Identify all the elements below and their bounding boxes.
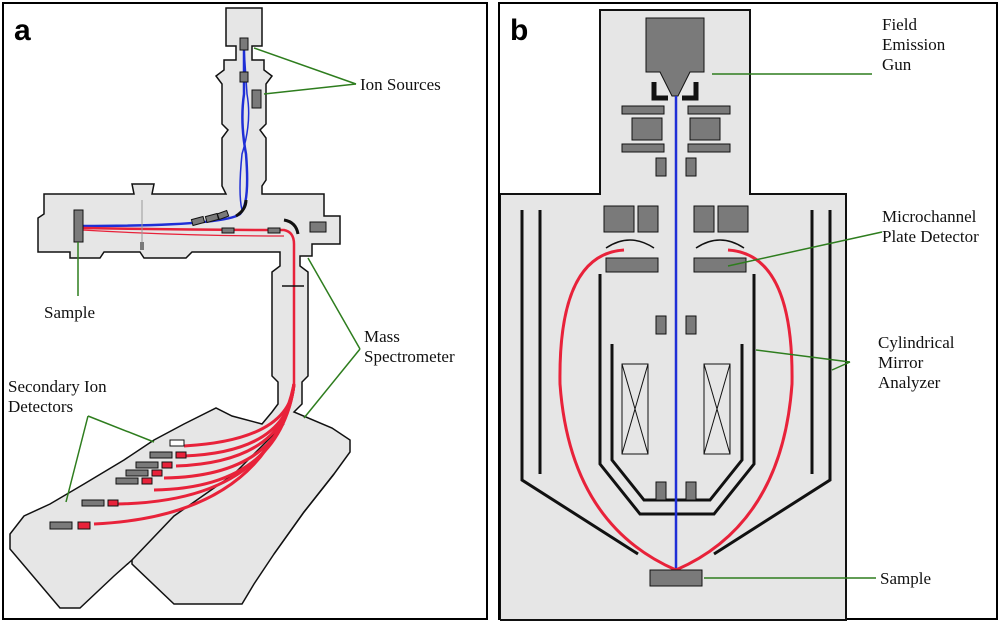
housing-seam-2	[273, 473, 335, 555]
beamline-lenses	[190, 209, 327, 234]
chamber-body	[9, 7, 351, 609]
label-feg-3: Gun	[882, 55, 912, 74]
label-sample: Sample	[44, 303, 95, 322]
label-mcp-1: Microchannel	[882, 207, 977, 226]
label-mass-2: Spectrometer	[364, 347, 455, 366]
label-cma-1: Cylindrical	[878, 333, 955, 352]
secondary-electron-trajectory-right	[675, 248, 794, 572]
secondary-ion-beam-edge	[81, 229, 285, 237]
focusing-coils	[621, 363, 731, 455]
ion-source-1	[239, 37, 249, 51]
label-feg-2: Emission	[882, 35, 946, 54]
main-chamber	[500, 193, 847, 621]
gun-lenses	[621, 105, 731, 177]
secondary-electron-trajectory-left	[558, 248, 677, 572]
ion-trajectories	[93, 383, 296, 526]
label-secondary-1: Secondary Ion	[8, 377, 107, 396]
cma-diagram: Field Emission Gun Microchannel Plate De…	[500, 9, 979, 621]
label-ion-sources: Ion Sources	[360, 75, 441, 94]
cylinder-walls	[538, 210, 814, 474]
mcp-detector	[603, 205, 749, 501]
label-secondary-2: Detectors	[8, 397, 73, 416]
nanosims-diagram: Ion Sources Sample Mass Spectrometer Sec…	[8, 7, 455, 609]
panel-b-letter: b	[510, 14, 529, 47]
field-emission-gun	[645, 17, 705, 97]
mcp-grids	[605, 239, 745, 249]
label-mcp-2: Plate Detector	[882, 227, 979, 246]
bend-electrode	[235, 199, 248, 218]
bend-electrode-2	[283, 218, 300, 235]
label-feg-1: Field	[882, 15, 917, 34]
ion-source-2	[251, 89, 262, 109]
outer-cylinder	[520, 210, 832, 556]
leader-lines	[65, 47, 361, 503]
label-cma-2: Mirror	[878, 353, 924, 372]
label-sample-b: Sample	[880, 569, 931, 588]
sample-holder	[73, 209, 84, 243]
leader-lines-b	[704, 73, 883, 579]
label-cma-3: Analyzer	[878, 373, 941, 392]
sample-stage	[649, 569, 703, 587]
label-mass-1: Mass	[364, 327, 400, 346]
lens-1	[239, 71, 249, 83]
secondary-ion-beam	[81, 226, 296, 384]
housing-seam	[131, 423, 285, 561]
panel-b: b	[498, 2, 998, 621]
slit-block	[140, 242, 144, 250]
panel-a-letter: a	[14, 14, 31, 47]
primary-ion-beam-edge	[239, 47, 250, 211]
panel-a: a	[2, 2, 488, 620]
extractor	[651, 82, 699, 101]
detectors	[49, 439, 187, 530]
